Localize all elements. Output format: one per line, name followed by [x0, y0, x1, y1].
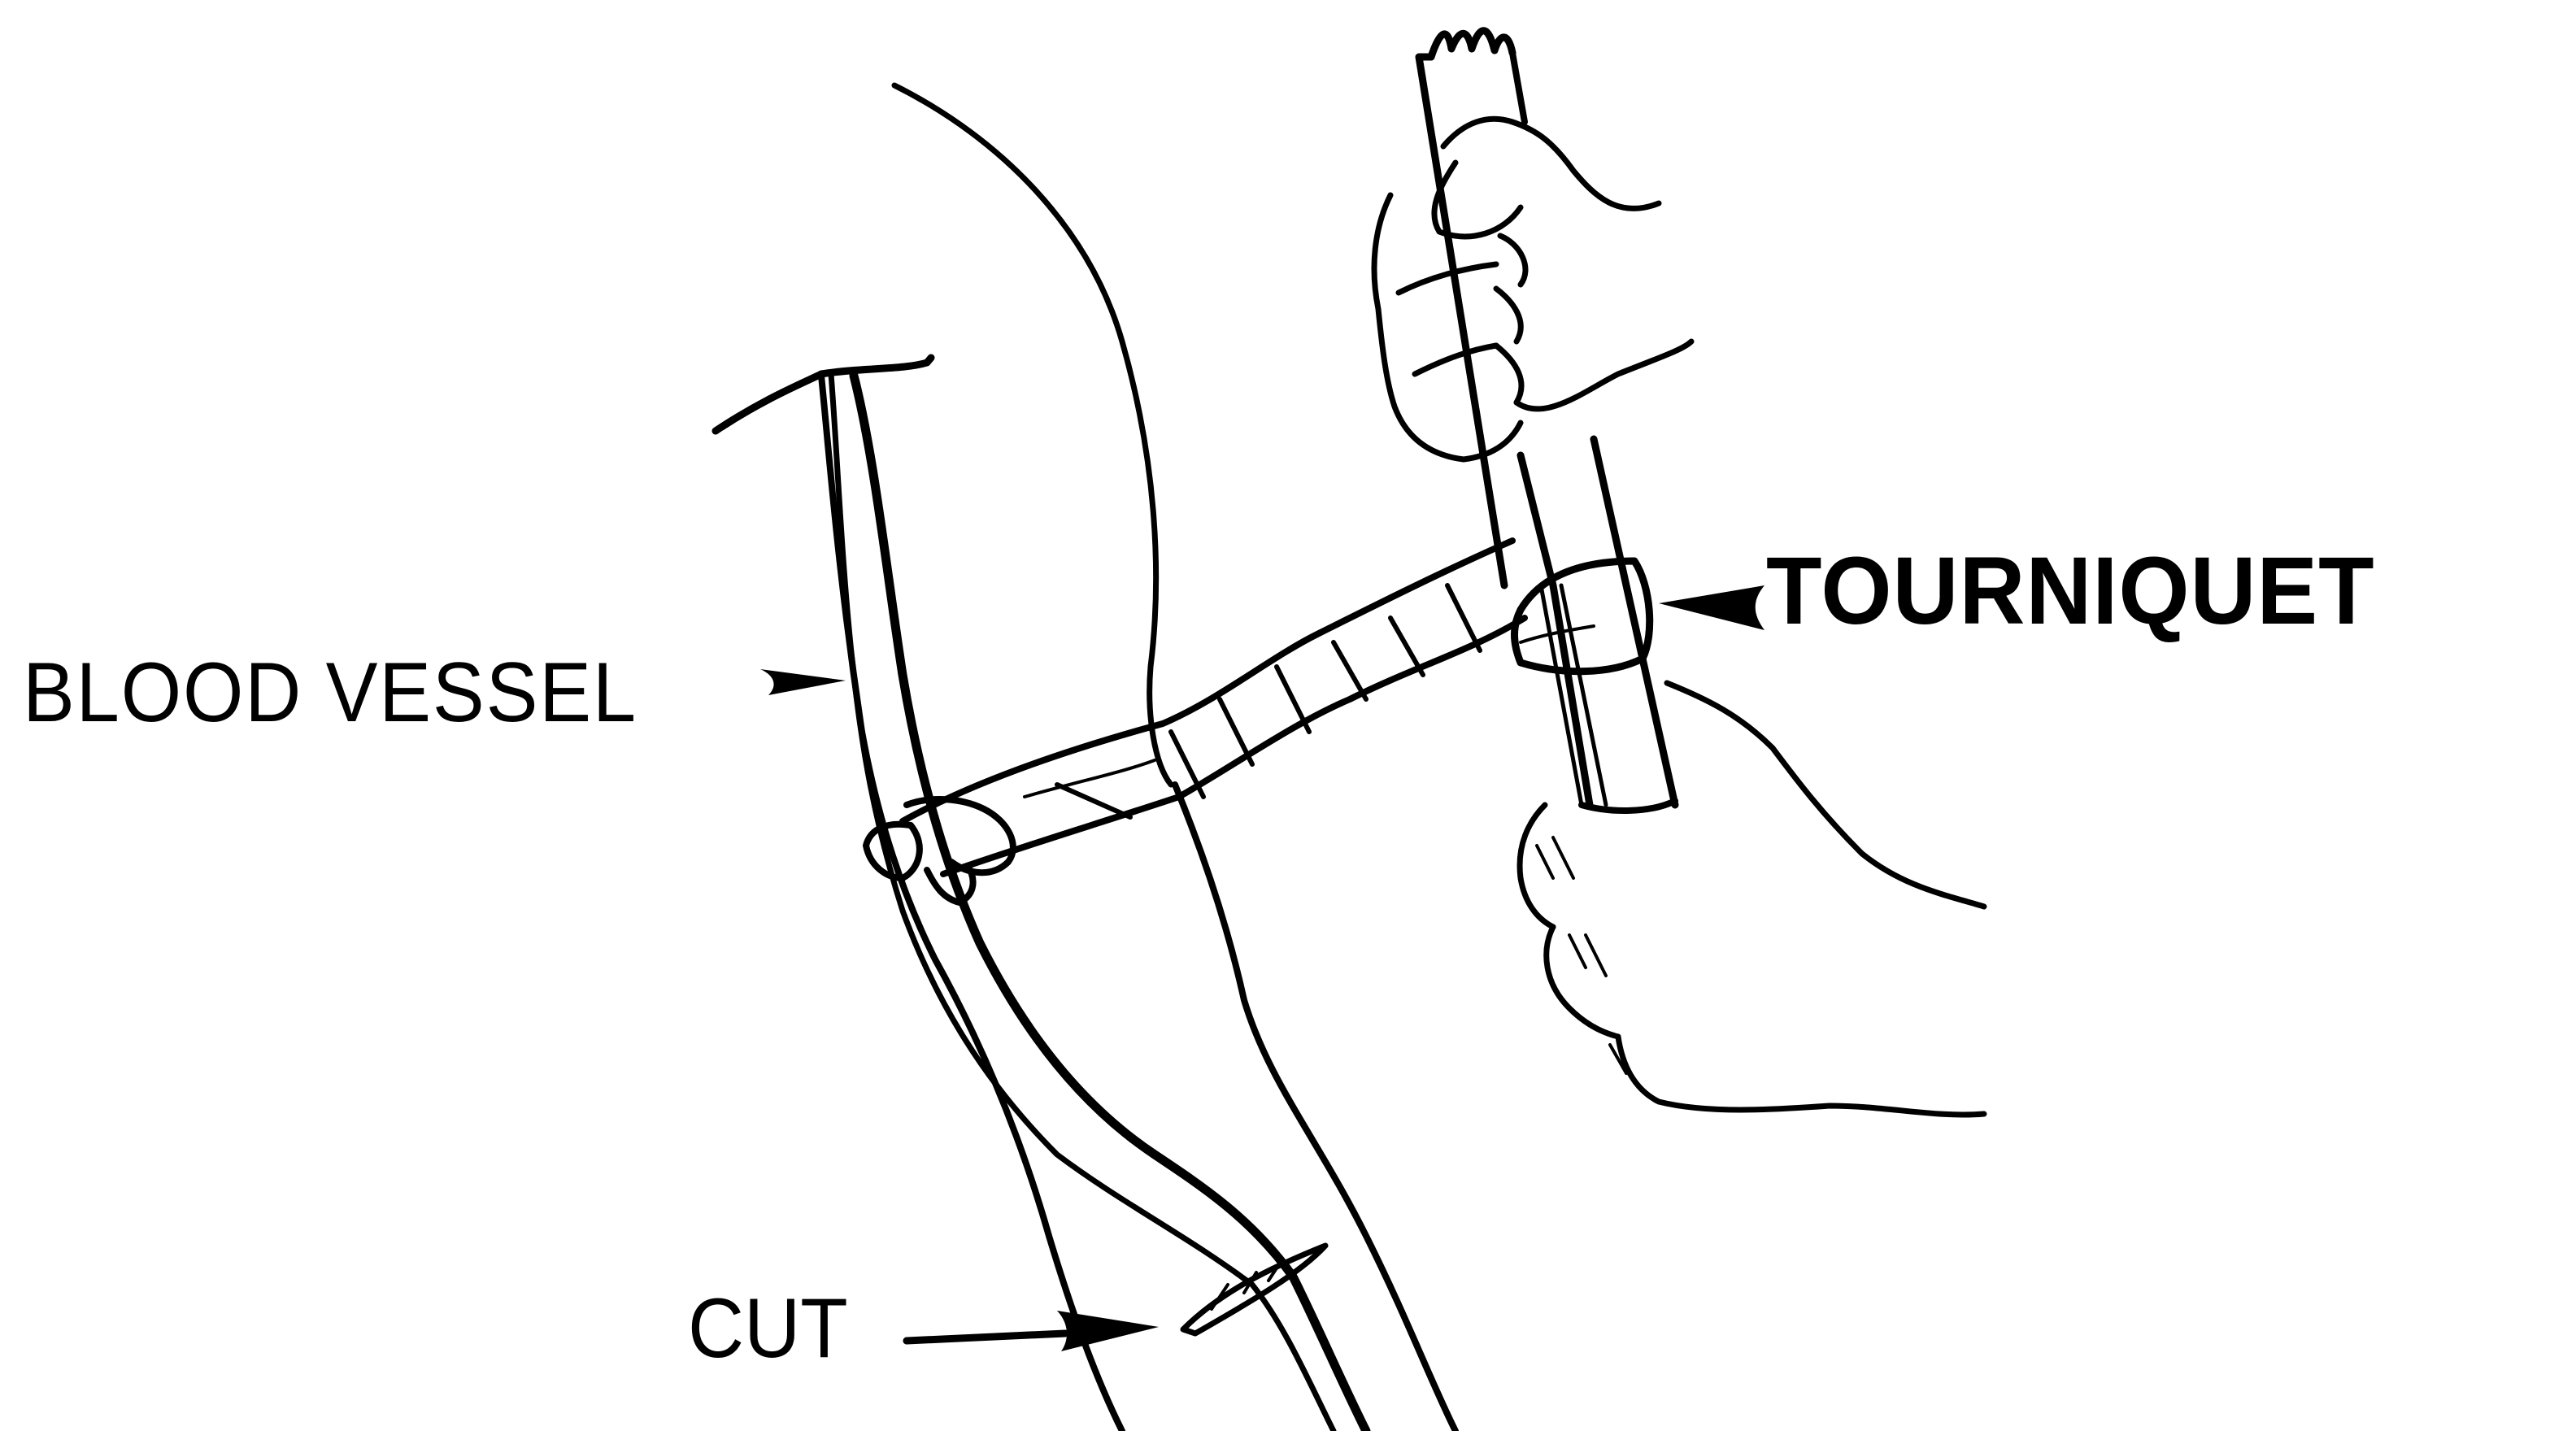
leg-outline	[711, 82, 1459, 1431]
cut-wound	[1180, 1242, 1329, 1337]
tourniquet-pointer-arrow	[1659, 585, 1764, 630]
blood-vessel-pointer-arrow	[760, 669, 846, 695]
hand-gripping-stick-top	[1371, 115, 1695, 463]
hand-holding-stick-bottom	[1516, 680, 1987, 1118]
twisted-cloth-band	[899, 537, 1528, 877]
tourniquet-label: TOURNIQUET	[1766, 537, 2375, 645]
square-knot	[863, 796, 1016, 906]
blood-vessel-label: BLOOD VESSEL	[23, 646, 637, 740]
windlass-stick	[1415, 27, 1679, 814]
cut-pointer-arrow	[903, 1311, 1159, 1351]
cut-label: CUT	[688, 1281, 848, 1376]
